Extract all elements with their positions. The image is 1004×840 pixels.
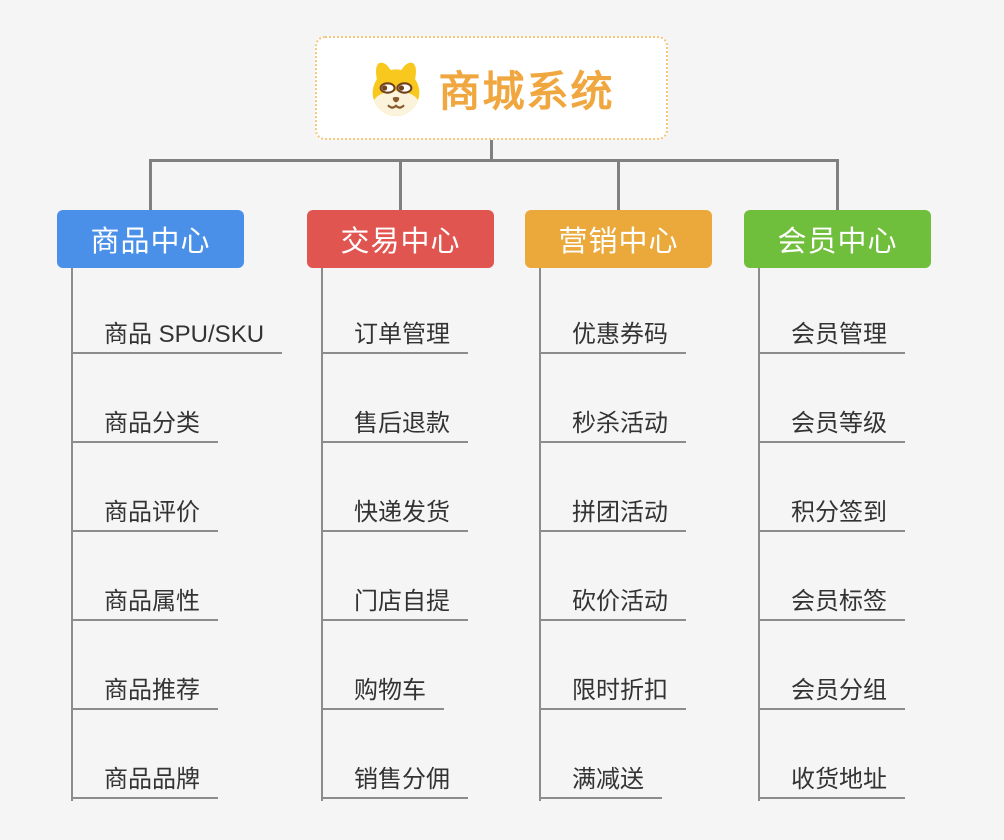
leaf-node[interactable]: 商品推荐: [71, 674, 218, 710]
connector-root-stem: [490, 140, 493, 161]
branch-node-marketing-center[interactable]: 营销中心: [525, 210, 712, 268]
leaf-node[interactable]: 砍价活动: [539, 585, 686, 621]
leaf-node[interactable]: 商品分类: [71, 407, 218, 443]
connector-trunk-trade: [321, 268, 323, 801]
leaf-node[interactable]: 积分签到: [758, 496, 905, 532]
leaf-node[interactable]: 商品 SPU/SKU: [71, 318, 283, 354]
leaf-node[interactable]: 拼团活动: [539, 496, 686, 532]
connector-drop-trade: [399, 159, 402, 210]
leaf-node[interactable]: 门店自提: [321, 585, 468, 621]
connector-trunk-member: [758, 268, 760, 801]
branch-node-trade-center[interactable]: 交易中心: [307, 210, 494, 268]
leaf-node[interactable]: 销售分佣: [321, 763, 468, 799]
connector-trunk-goods: [71, 268, 73, 801]
connector-trunk-marketing: [539, 268, 541, 801]
leaf-node[interactable]: 订单管理: [321, 318, 468, 354]
shiba-dog-icon: [373, 62, 420, 116]
branch-node-goods-center[interactable]: 商品中心: [57, 210, 244, 268]
connector-horizontal-bar: [149, 159, 839, 162]
leaf-node[interactable]: 商品评价: [71, 496, 218, 532]
leaf-node[interactable]: 会员标签: [758, 585, 905, 621]
connector-drop-goods: [149, 159, 152, 210]
branch-node-member-center[interactable]: 会员中心: [744, 210, 931, 268]
connector-drop-member: [836, 159, 839, 210]
root-node-title: 商城系统: [438, 67, 615, 115]
leaf-node[interactable]: 秒杀活动: [539, 407, 686, 443]
leaf-node[interactable]: 会员管理: [758, 318, 905, 354]
leaf-node[interactable]: 优惠券码: [539, 318, 686, 354]
leaf-node[interactable]: 商品属性: [71, 585, 218, 621]
leaf-node[interactable]: 售后退款: [321, 407, 468, 443]
leaf-node[interactable]: 快递发货: [321, 496, 468, 532]
root-node[interactable]: 商城系统: [315, 36, 668, 140]
leaf-node[interactable]: 满减送: [539, 763, 662, 799]
leaf-node[interactable]: 商品品牌: [71, 763, 218, 799]
leaf-node[interactable]: 购物车: [321, 674, 444, 710]
leaf-node[interactable]: 收货地址: [758, 763, 905, 799]
leaf-node[interactable]: 限时折扣: [539, 674, 686, 710]
leaf-node[interactable]: 会员分组: [758, 674, 905, 710]
leaf-node[interactable]: 会员等级: [758, 407, 905, 443]
connector-drop-marketing: [617, 159, 620, 210]
